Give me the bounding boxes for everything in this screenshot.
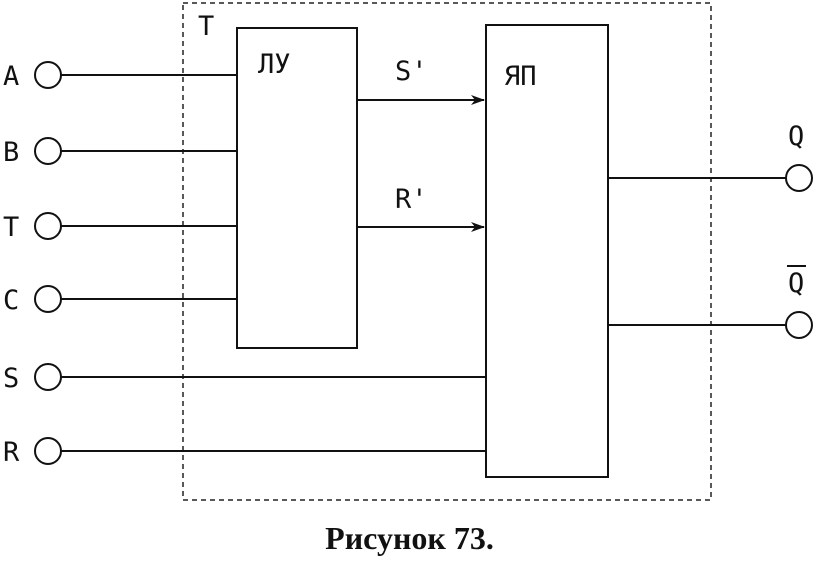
input-label-b: B	[3, 137, 19, 168]
input-label-a: A	[3, 61, 19, 92]
logic-block	[236, 27, 358, 349]
trigger-boundary-frame	[182, 2, 712, 501]
input-terminal-r	[34, 437, 62, 465]
logic-block-label: ЛУ	[258, 49, 291, 80]
memory-block-label: ЯП	[504, 61, 537, 92]
input-label-s: S	[3, 363, 19, 394]
input-label-t: T	[3, 212, 19, 243]
output-label-q: Q	[788, 121, 804, 152]
output-terminal-q-bar	[785, 311, 813, 339]
signal-r-prime-label: R'	[395, 184, 428, 215]
figure-caption: Рисунок 73.	[325, 520, 494, 556]
output-label-q-bar: Q	[788, 268, 804, 299]
frame-label: T	[198, 11, 214, 42]
input-terminal-t	[34, 212, 62, 240]
input-terminal-a	[34, 61, 62, 89]
memory-cell-block	[485, 24, 609, 478]
input-label-r: R	[3, 437, 20, 468]
input-terminal-s	[34, 363, 62, 391]
output-terminal-q	[785, 164, 813, 192]
input-label-c: C	[3, 285, 19, 316]
signal-s-prime-label: S'	[395, 56, 428, 87]
input-terminal-b	[34, 137, 62, 165]
input-terminal-c	[34, 285, 62, 313]
